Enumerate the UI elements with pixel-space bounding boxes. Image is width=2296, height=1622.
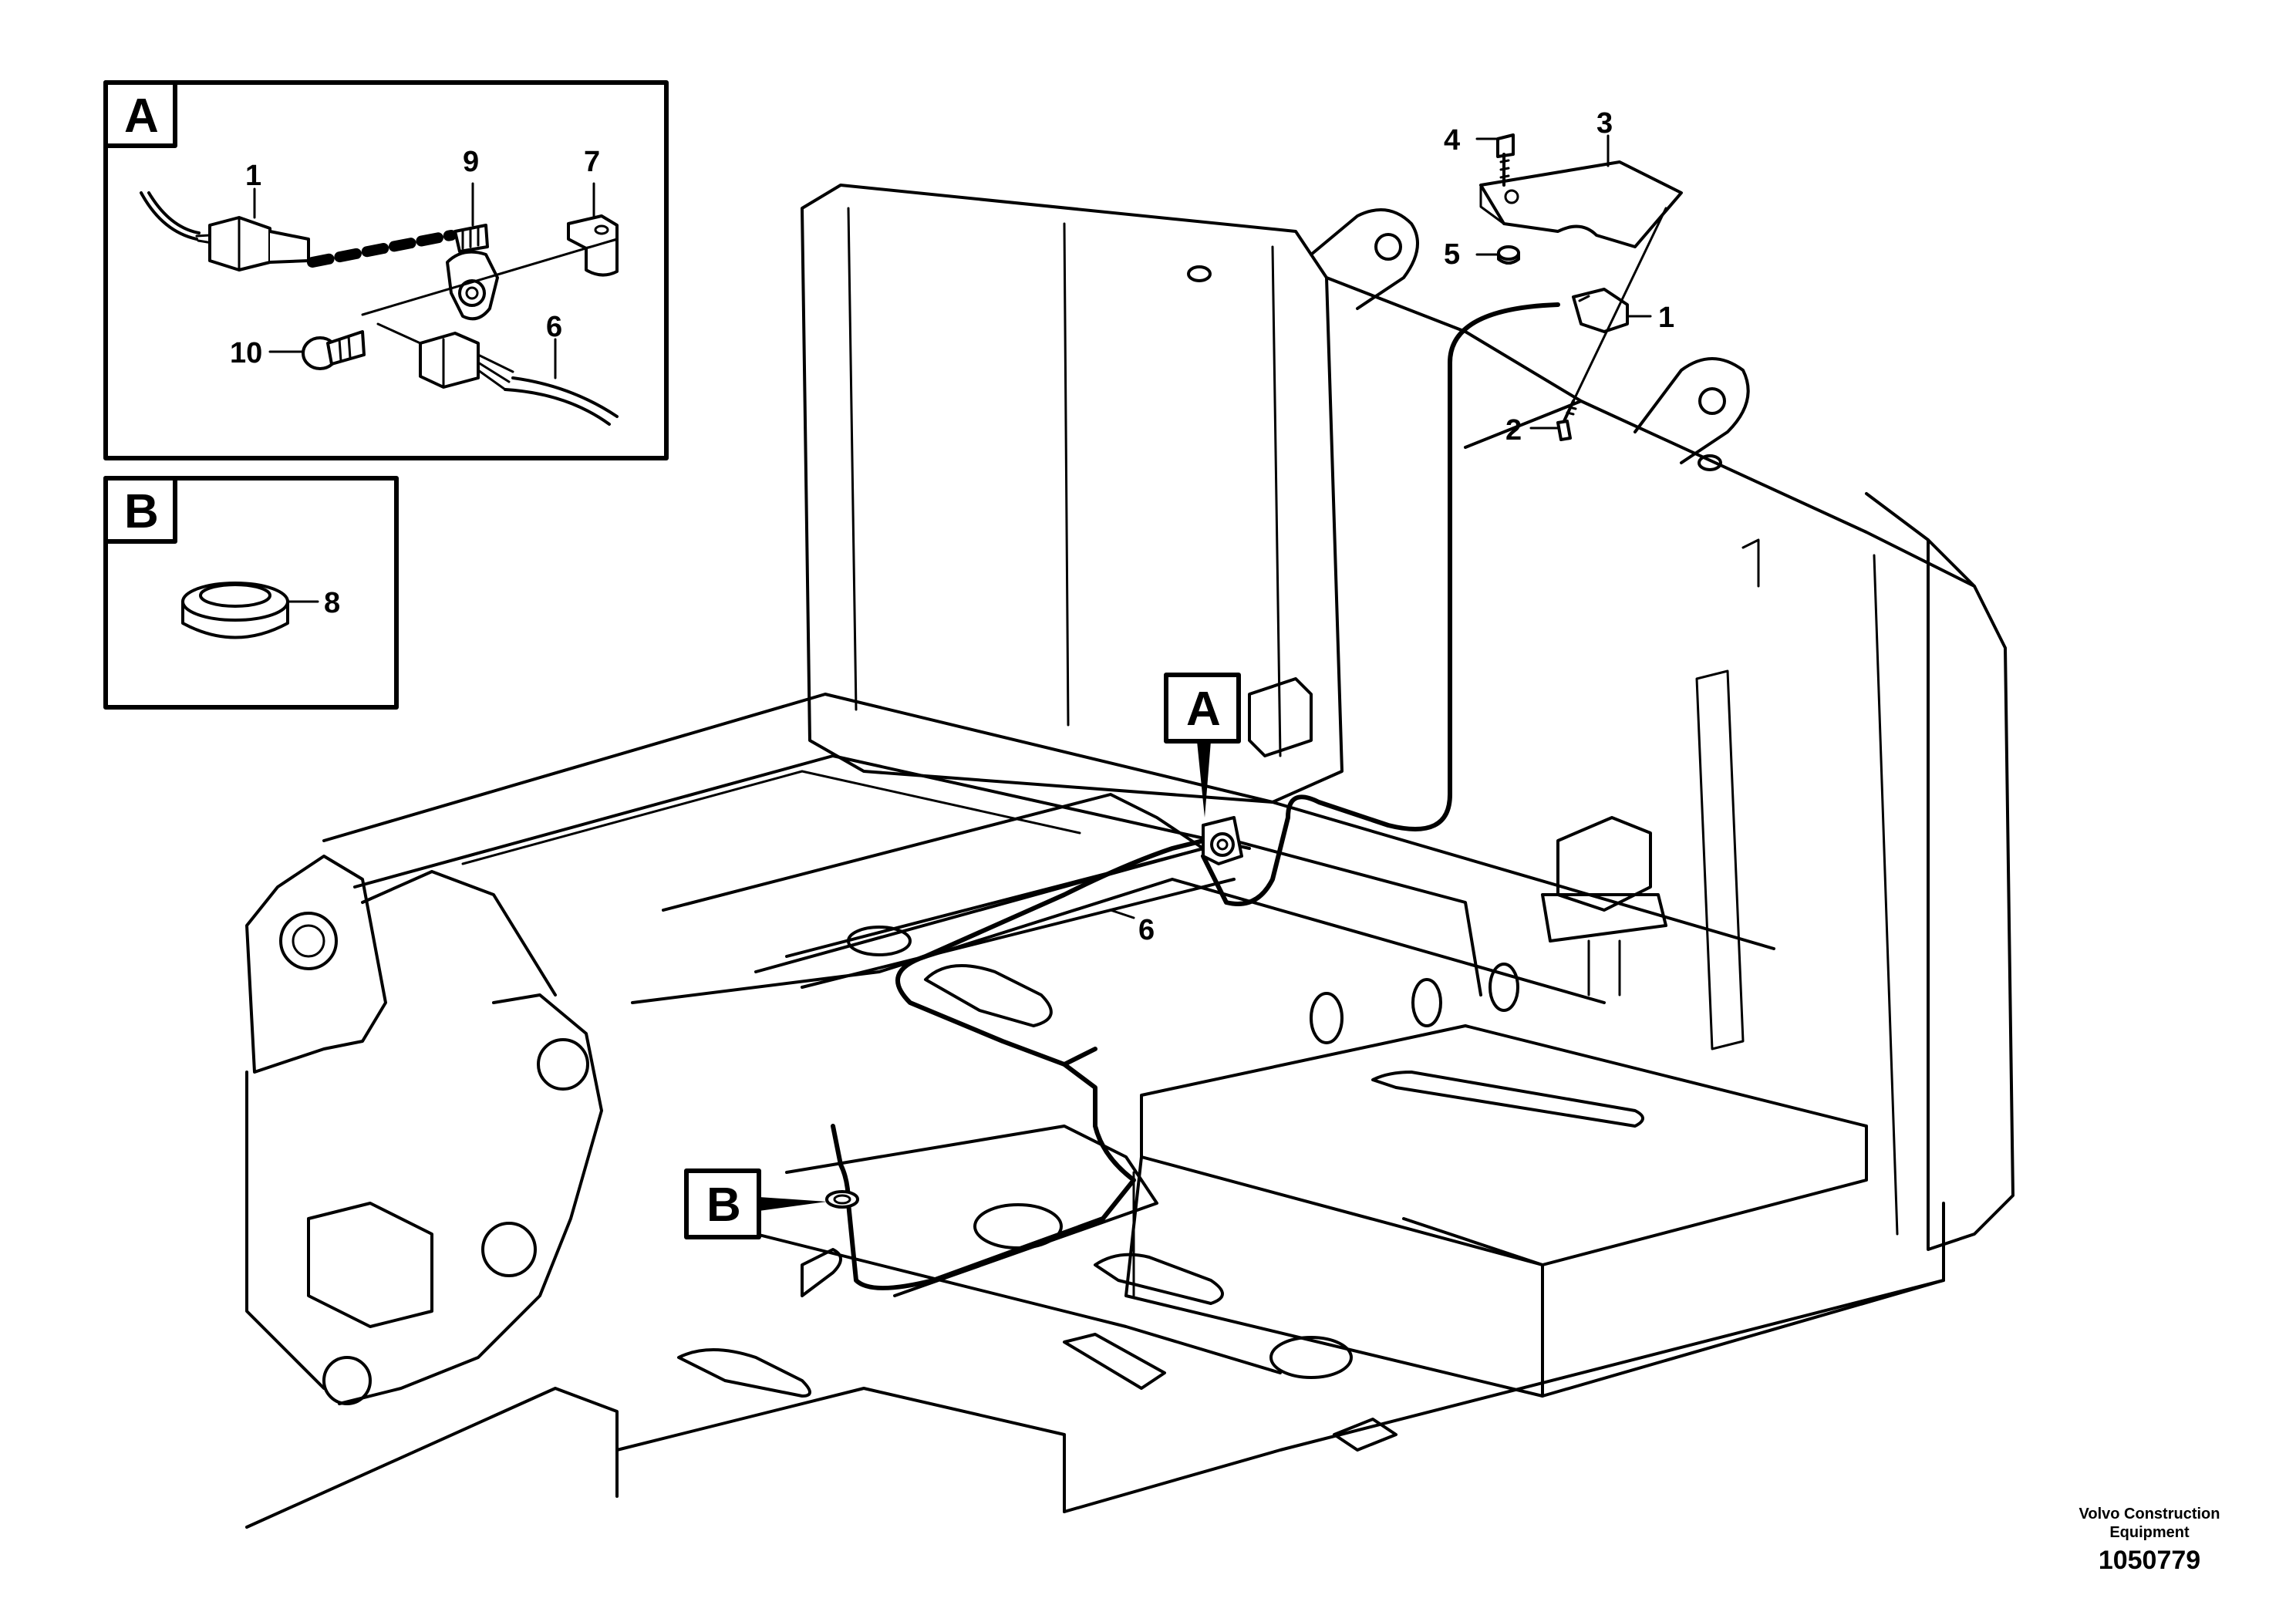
callout-a-9: 9	[463, 146, 479, 178]
callout-a-1: 1	[245, 160, 261, 192]
grommet-main	[825, 1190, 859, 1209]
bracket-7	[567, 214, 619, 277]
bolt-10	[302, 330, 366, 370]
washer	[1497, 245, 1520, 265]
marker-b-main-letter: B	[706, 1179, 741, 1232]
sensor-9	[446, 224, 499, 321]
brand-line2: Equipment	[2109, 1524, 2190, 1541]
wire-harness	[831, 302, 1560, 1290]
main-leaders	[1109, 134, 1652, 919]
detail-box-a: A	[103, 80, 669, 460]
detail-b-letter: B	[124, 485, 159, 538]
callout-a-7: 7	[584, 146, 600, 178]
grommet-8	[181, 582, 289, 639]
drawing-number: 1050779	[2098, 1546, 2201, 1575]
brand-line1: Volvo Construction	[2079, 1506, 2220, 1523]
callout-b-8: 8	[324, 587, 340, 619]
detail-a-letter: A	[124, 89, 159, 143]
marker-a-main: A	[1164, 673, 1241, 818]
callout-a-10: 10	[230, 337, 262, 369]
machine-frame	[245, 184, 2014, 1529]
marker-a-main-letter: A	[1186, 683, 1221, 736]
callout-a-6: 6	[546, 311, 562, 343]
callout-main-4: 4	[1444, 124, 1460, 157]
callout-main-2: 2	[1505, 414, 1522, 447]
sensor-top	[1572, 288, 1629, 333]
callout-main-6: 6	[1138, 914, 1155, 946]
callout-main-5: 5	[1444, 238, 1460, 271]
connector-6	[419, 332, 514, 391]
callout-main-3: 3	[1596, 107, 1613, 140]
detail-box-b: B 8	[103, 476, 399, 710]
footer-block: Volvo Construction Equipment 1050779	[2065, 1505, 2234, 1576]
bracket	[1479, 160, 1683, 248]
screw	[1556, 400, 1577, 441]
sensor-assembly-main	[1202, 816, 1243, 865]
marker-b-main: B	[684, 1168, 827, 1239]
callout-main-1: 1	[1658, 302, 1674, 334]
bracket-group	[1479, 160, 1683, 248]
bolt	[1496, 133, 1515, 187]
alignment-line	[1572, 207, 1667, 403]
